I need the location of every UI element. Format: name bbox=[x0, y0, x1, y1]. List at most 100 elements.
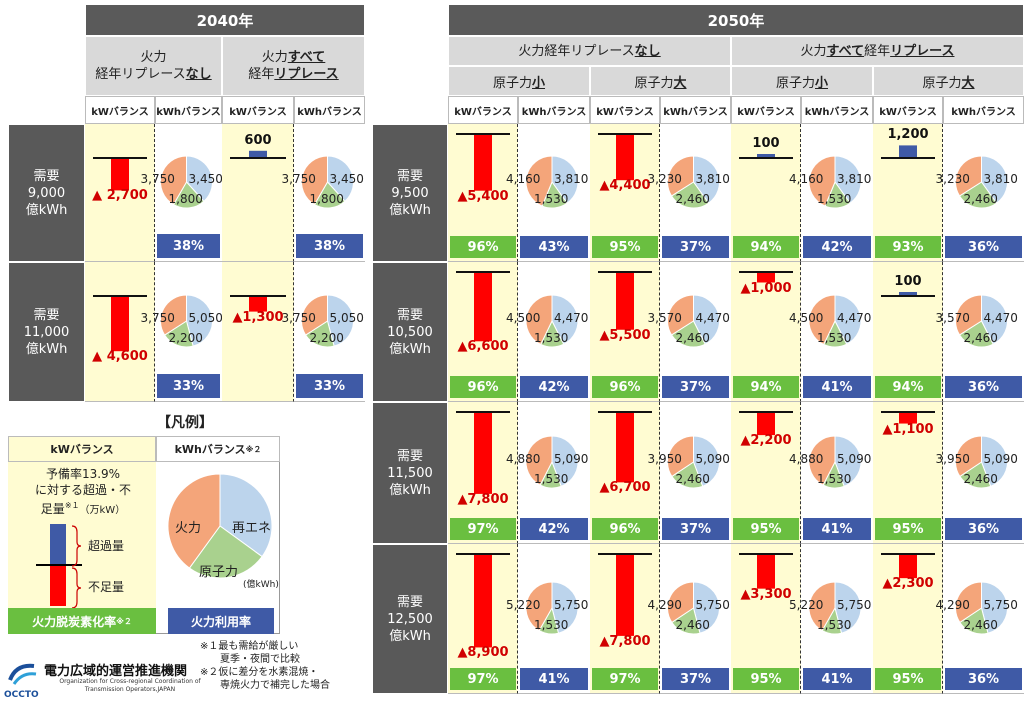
row-header-line: 億kWh bbox=[25, 341, 68, 357]
legend-blue-rate: 火力利用率 bbox=[168, 608, 274, 634]
nuc-label: 原子力 bbox=[775, 75, 815, 91]
pie-slice-renew bbox=[327, 155, 354, 203]
kw-deficit-bar bbox=[616, 272, 634, 330]
s2040b-l1: 火力 bbox=[261, 50, 288, 65]
util-rate: 36% bbox=[945, 518, 1022, 540]
kwh-pie bbox=[301, 294, 354, 348]
legend-pie-nuclear: 原子力 bbox=[199, 565, 239, 580]
legend-green-label: 火力脱炭素化率 bbox=[32, 614, 117, 629]
decarb-rate: 96% bbox=[450, 376, 516, 398]
pie-label-fire: 3,750 bbox=[140, 311, 175, 325]
legend-deficit-brace bbox=[71, 567, 82, 608]
org-abbr: OCCTO bbox=[4, 690, 39, 700]
row-header-line: 9,000 bbox=[27, 185, 66, 201]
pie-slice-renew bbox=[186, 294, 213, 347]
pie-slice-fire bbox=[525, 435, 553, 486]
colh-label: kWバランス bbox=[229, 106, 287, 118]
colh-label: kWhバランス bbox=[521, 106, 587, 118]
decarb-rate: 95% bbox=[733, 518, 799, 540]
row-header-line: 億kWh bbox=[389, 341, 431, 357]
pie-slice-fire bbox=[955, 155, 982, 197]
pie-slice-renew bbox=[551, 155, 579, 204]
kwh-pie bbox=[301, 155, 354, 209]
decarb-rate: 95% bbox=[733, 668, 799, 690]
decarb-rate: 97% bbox=[592, 668, 658, 690]
row-header-line: 需要 bbox=[33, 168, 60, 184]
org-english: Organization for Cross-regional Coordina… bbox=[55, 678, 205, 694]
decarb-rate: 96% bbox=[450, 236, 516, 258]
pie-label-renew: 5,090 bbox=[837, 452, 872, 466]
pie-slice-renew bbox=[981, 155, 1008, 204]
pie-label-fire: 4,880 bbox=[789, 452, 824, 466]
pie-label-renew: 4,470 bbox=[554, 311, 589, 325]
kw-bar-chart bbox=[598, 411, 652, 483]
colh-label: kWhバランス bbox=[951, 106, 1016, 118]
legend-kw-header: kWバランス bbox=[8, 436, 156, 462]
pie-label-nuclear: 2,460 bbox=[675, 192, 710, 206]
kwh-pie bbox=[955, 581, 1008, 635]
s2040b-l2: すべて bbox=[287, 50, 326, 65]
pie-slice-renew bbox=[981, 294, 1008, 345]
pie-label-renew: 5,090 bbox=[695, 452, 730, 466]
row-header-line: 10,500 bbox=[387, 324, 433, 340]
util-rate: 33% bbox=[296, 374, 363, 398]
kwh-pie bbox=[525, 155, 579, 209]
s2050b-l2: すべて bbox=[826, 43, 865, 59]
pie-label-renew: 5,050 bbox=[329, 311, 364, 325]
pie-label-renew: 3,810 bbox=[837, 172, 872, 186]
pie-slice-nuclear bbox=[959, 461, 992, 489]
legend-kwh-header-label: kWhバランス bbox=[174, 443, 246, 456]
kw-value-label: ▲2,300 bbox=[882, 576, 934, 592]
pie-label-fire: 4,160 bbox=[789, 172, 824, 186]
kw-value-label: 100 bbox=[894, 274, 922, 289]
pie-label-nuclear: 1,530 bbox=[817, 472, 852, 486]
pie-slice-fire bbox=[808, 294, 836, 346]
s2050a-l2: なし bbox=[634, 43, 661, 59]
pie-slice-fire bbox=[667, 294, 694, 336]
kw-deficit-bar bbox=[757, 272, 775, 283]
kw-bar-chart bbox=[881, 292, 935, 297]
pie-label-nuclear: 1,530 bbox=[534, 331, 569, 345]
decarb-rate: 96% bbox=[592, 518, 658, 540]
pie-label-nuclear: 2,460 bbox=[963, 472, 998, 486]
pie-label-fire: 5,220 bbox=[506, 598, 541, 612]
pie-label-fire: 3,570 bbox=[935, 311, 970, 325]
pie-slice-fire bbox=[955, 294, 982, 336]
s2040a-l1: 火力 bbox=[140, 50, 167, 65]
scenario-2040-all-replace: 火力すべて 経年リプレース bbox=[222, 36, 365, 96]
nuclear-large-b: 原子力大 bbox=[873, 66, 1024, 96]
pie-label-fire: 4,500 bbox=[789, 311, 824, 325]
colh-2040-kwh-b: kWhバランス bbox=[294, 96, 365, 124]
pie-slice-fire bbox=[955, 581, 982, 624]
legend-kw-diagram bbox=[36, 524, 82, 608]
util-rate: 41% bbox=[803, 376, 871, 398]
legend-kw-desc-sup: ※１ bbox=[64, 501, 80, 510]
nuclear-small-b: 原子力小 bbox=[731, 66, 873, 96]
legend-title: 【凡例】 bbox=[157, 415, 213, 431]
scenario-2040-no-replace: 火力 経年リプレースなし bbox=[85, 36, 222, 96]
pie-label-renew: 5,750 bbox=[695, 598, 730, 612]
decarb-rate: 96% bbox=[592, 376, 658, 398]
pie-slice-fire bbox=[667, 435, 694, 478]
pie-slice-fire bbox=[160, 294, 187, 336]
pie-label-renew: 5,090 bbox=[554, 452, 589, 466]
legend-deficit-bar bbox=[50, 566, 66, 606]
pie-label-fire: 3,230 bbox=[935, 172, 970, 186]
util-rate: 38% bbox=[296, 234, 363, 258]
pie-label-nuclear: 2,460 bbox=[675, 618, 710, 632]
s2040a-l2: 経年リプレース bbox=[95, 67, 186, 82]
pie-slice-renew bbox=[693, 581, 720, 634]
pie-label-fire: 3,750 bbox=[281, 311, 316, 325]
pie-label-nuclear: 1,530 bbox=[534, 192, 569, 206]
note-1: ※１最も需給が厳しい bbox=[200, 641, 299, 652]
colh-label: kWhバランス bbox=[804, 106, 870, 118]
s2040a-l3: なし bbox=[185, 67, 212, 82]
util-rate: 41% bbox=[520, 668, 588, 690]
pie-slice-renew bbox=[834, 155, 862, 204]
pie-slice-renew bbox=[186, 155, 213, 203]
pie-label-renew: 4,470 bbox=[983, 311, 1018, 325]
scenario-2050-no-replace: 火力経年リプレースなし bbox=[448, 36, 731, 66]
